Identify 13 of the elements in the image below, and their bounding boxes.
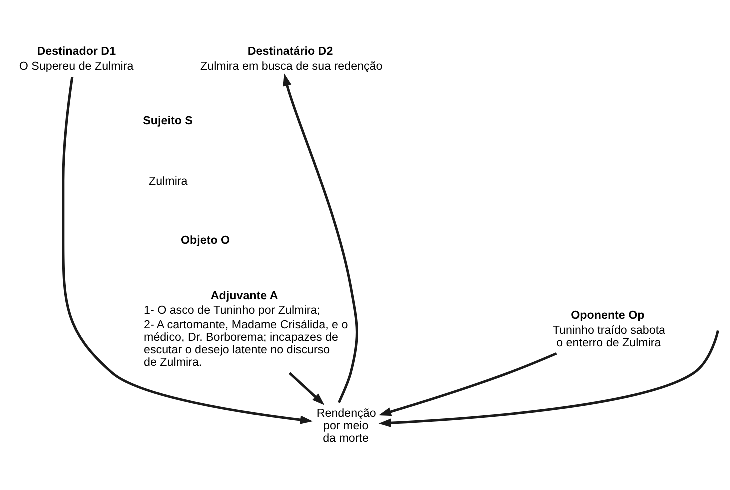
node-text: Destinador D1 O Supereu de Zulmira (19, 44, 134, 72)
node-text: Adjuvante A 1- O asco de Tuninho por Zulmira; 2- A cartomante, Madame Crisálida, e o médico, Dr. Borborema; incapazes de escutar o desejo latente no discurso de Zulmira. (144, 288, 348, 368)
arrow (288, 372, 325, 405)
node-text: Destinatário D2 Zulmira em busca de sua redenção (200, 44, 383, 72)
label: Zulmira (149, 174, 188, 188)
node-text: Oponente Op Tuninho traído sabota o enterro de Zulmira (552, 308, 666, 350)
node-text: Rendenção por meio da morte (316, 406, 376, 444)
arrow (62, 76, 313, 424)
arrow (283, 73, 358, 403)
label: Sujeito S (143, 114, 193, 127)
arrow (378, 352, 558, 416)
arrow (378, 330, 720, 427)
label: Objeto O (180, 234, 230, 247)
